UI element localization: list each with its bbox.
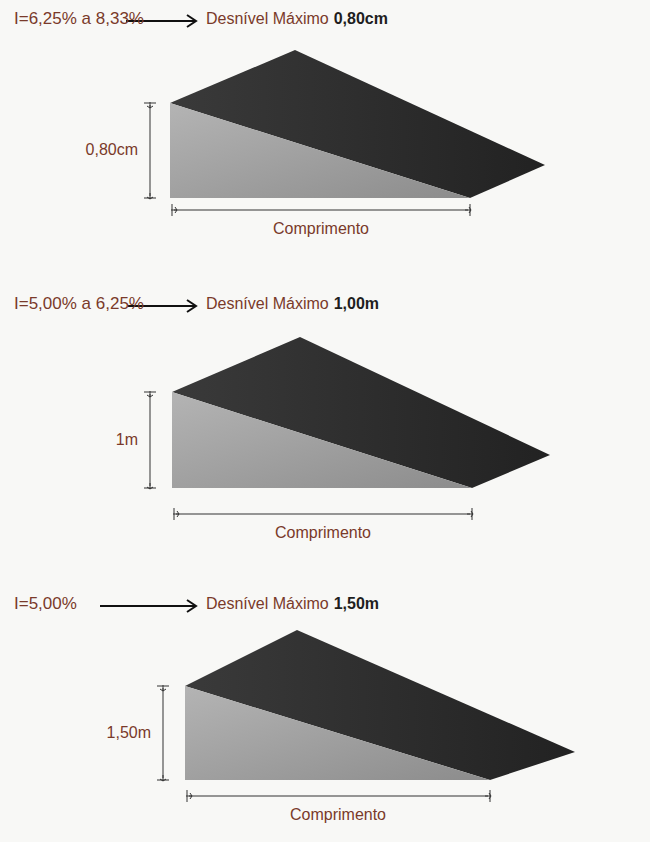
slope-range: I=5,00% — [14, 595, 77, 614]
ramp-3 — [157, 630, 575, 802]
height-dimension: 0,80cm — [86, 141, 138, 159]
length-dimension: Comprimento — [290, 806, 386, 824]
height-dimension: 1m — [116, 431, 138, 449]
length-dimension: Comprimento — [275, 524, 371, 542]
max-height-caption: Desnível Máximo — [206, 295, 329, 313]
slope-range: I=5,00% a 6,25% — [14, 295, 144, 314]
max-height-caption: Desnível Máximo — [206, 595, 329, 613]
max-height-value: 0,80cm — [334, 10, 388, 28]
height-dimension: 1,50m — [107, 724, 151, 742]
max-height-value: 1,00m — [334, 295, 379, 313]
ramp-2 — [144, 337, 550, 520]
ramp-1 — [144, 50, 545, 216]
length-dimension: Comprimento — [273, 220, 369, 238]
max-height-value: 1,50m — [334, 595, 379, 613]
max-height-caption: Desnível Máximo — [206, 10, 329, 28]
slope-range: I=6,25% a 8,33% — [14, 10, 144, 29]
